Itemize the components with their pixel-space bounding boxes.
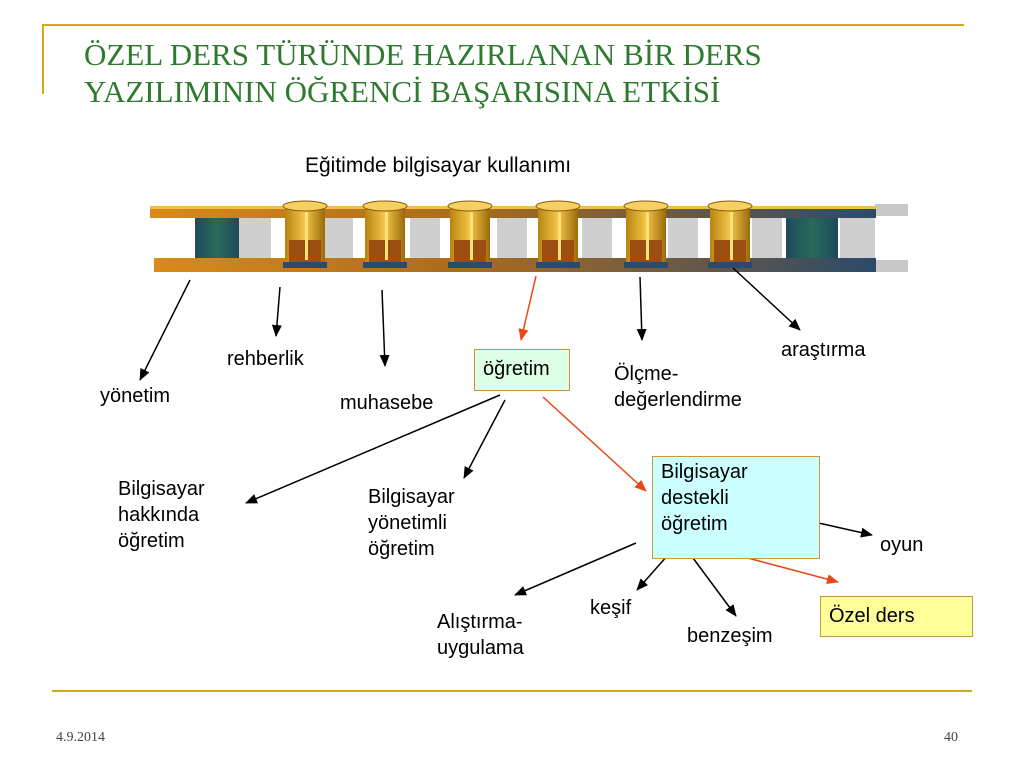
footer-page-number: 40 [944, 730, 958, 745]
arrow-to-bilgisayar-hakkinda [245, 394, 501, 504]
board-pillar-right [786, 216, 838, 262]
arrow-to-muhasebe [379, 289, 390, 367]
board-gap [410, 216, 440, 262]
label-yonetimli-line-2: yönetimli [368, 512, 447, 534]
label-alistirma-line-2: uygulama [437, 637, 524, 659]
label-hakkinda-line-3: öğretim [118, 530, 185, 552]
board-gap [237, 216, 271, 262]
label-rehberlik: rehberlik [227, 348, 304, 370]
label-olcme-degerlendirme: Ölçme- değerlendirme [614, 361, 742, 413]
board-gap [840, 216, 875, 262]
slide-title: ÖZEL DERS TÜRÜNDE HAZIRLANAN BİR DERS YA… [84, 36, 984, 110]
box-destekli-line-1: Bilgisayar [661, 461, 748, 483]
arrow-to-rehberlik [271, 286, 282, 337]
slide-title-line-2: YAZILIMININ ÖĞRENCİ BAŞARISINA ETKİSİ [84, 74, 721, 109]
diagram-subtitle: Eğitimde bilgisayar kullanımı [305, 154, 572, 177]
label-bilgisayar-hakkinda-ogretim: Bilgisayar hakkında öğretim [118, 476, 205, 554]
board-gap [582, 216, 612, 262]
label-olcme-line-2: değerlendirme [614, 389, 742, 411]
board-gap [323, 216, 353, 262]
box-bilgisayar-destekli-ogretim: Bilgisayar destekli öğretim [652, 456, 820, 559]
board-cylinder [447, 200, 493, 268]
arrow-to-kesif [636, 554, 669, 591]
arrow-to-olcme [636, 276, 647, 341]
box-ogretim-label: öğretim [483, 358, 550, 380]
label-oyun: oyun [880, 534, 924, 556]
box-destekli-line-3: öğretim [661, 513, 728, 535]
board-cylinder [535, 200, 581, 268]
arrow-to-alistirma [514, 542, 637, 596]
box-ozel-ders-label: Özel ders [829, 605, 915, 627]
frame-left-line [42, 24, 44, 94]
label-alistirma-line-1: Alıştırma- [437, 611, 523, 633]
label-arastirma: araştırma [781, 339, 866, 361]
box-destekli-line-2: destekli [661, 487, 729, 509]
arrow-to-ogretim [518, 275, 537, 341]
board-cylinder [623, 200, 669, 268]
board-top-highlight [150, 206, 876, 209]
box-ozel-ders: Özel ders [820, 596, 973, 637]
arrow-to-yonetim [139, 279, 191, 381]
label-bilgisayar-yonetimli-ogretim: Bilgisayar yönetimli öğretim [368, 484, 455, 562]
arrow-to-benzesim [692, 557, 737, 617]
board-gray-tab-bottom [875, 260, 908, 272]
board-gap [497, 216, 527, 262]
frame-top-line [42, 24, 964, 26]
footer-date: 4.9.2014 [56, 730, 105, 745]
arrow-to-bilgisayar-destekli [542, 396, 647, 492]
label-hakkinda-line-1: Bilgisayar [118, 478, 205, 500]
board-cylinder [707, 200, 753, 268]
board-gap [668, 216, 698, 262]
label-olcme-line-1: Ölçme- [614, 363, 679, 385]
label-yonetimli-line-3: öğretim [368, 538, 435, 560]
arrow-to-bilgisayar-yonetimli [463, 399, 506, 479]
board-gap [752, 216, 782, 262]
arrow-to-ozel-ders [743, 556, 839, 585]
arrow-to-arastirma [732, 267, 801, 331]
board-cylinder [362, 200, 408, 268]
slide-title-line-1: ÖZEL DERS TÜRÜNDE HAZIRLANAN BİR DERS [84, 37, 762, 72]
board-gray-tab-top [875, 204, 908, 216]
label-muhasebe: muhasebe [340, 392, 434, 414]
box-ogretim: öğretim [474, 349, 570, 391]
label-benzesim: benzeşim [687, 625, 773, 647]
label-kesif: keşif [590, 597, 632, 619]
label-alistirma-uygulama: Alıştırma- uygulama [437, 609, 524, 661]
label-yonetimli-line-1: Bilgisayar [368, 486, 455, 508]
connector-board-graphic [150, 200, 908, 272]
label-hakkinda-line-2: hakkında [118, 504, 200, 526]
frame-bottom-line [52, 690, 972, 692]
board-cylinder [282, 200, 328, 268]
label-yonetim: yönetim [100, 385, 171, 407]
board-bottom-plate [154, 258, 876, 272]
board-pillar-left [195, 216, 239, 262]
